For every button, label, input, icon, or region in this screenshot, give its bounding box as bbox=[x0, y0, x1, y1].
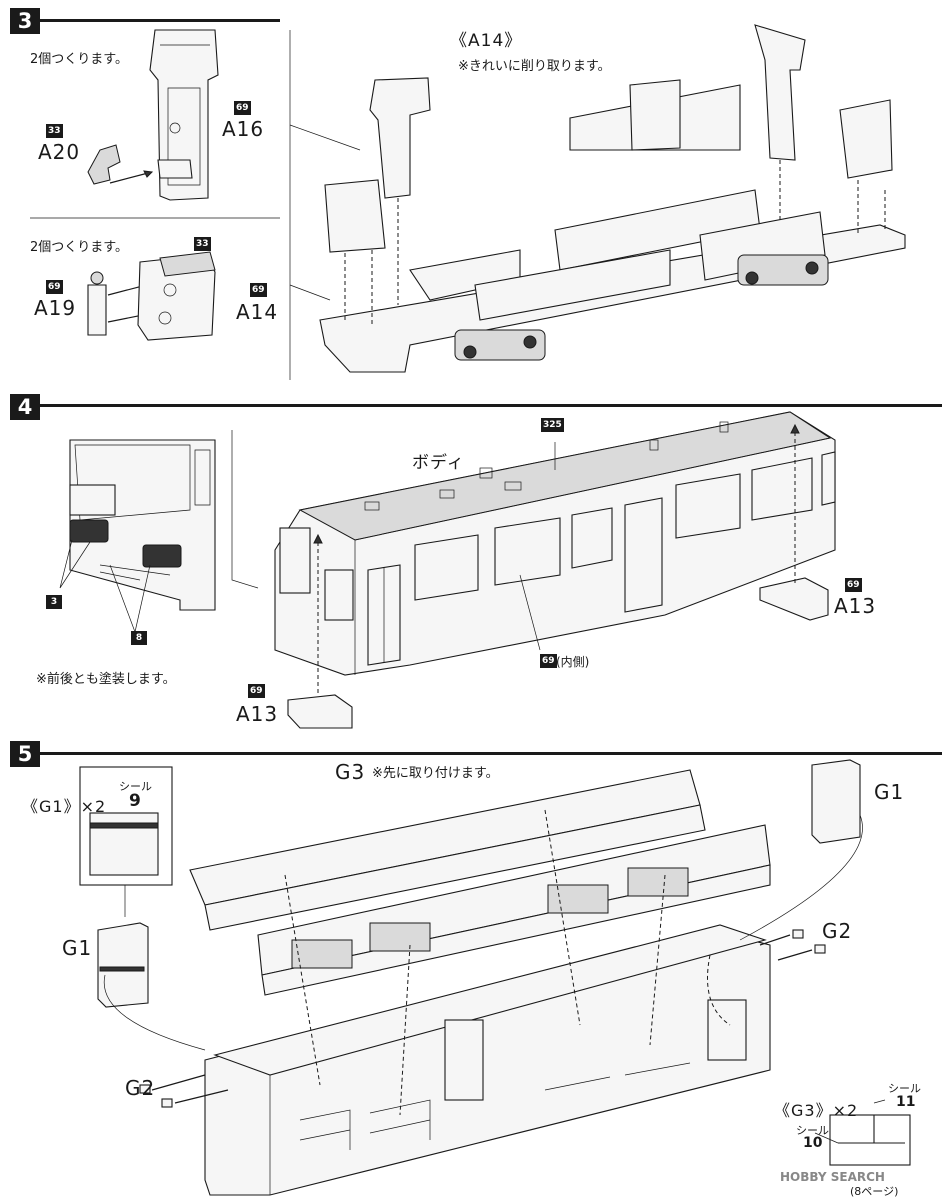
hobby-search-watermark: HOBBY SEARCH bbox=[780, 1170, 885, 1184]
step-4-badge: 4 bbox=[10, 394, 40, 420]
a16-color-badge: 69 bbox=[234, 101, 251, 115]
g3-seal-label-a: シール bbox=[888, 1082, 921, 1095]
a14-part-label: A14 bbox=[236, 300, 279, 324]
a14-detail-title: 《A14》 bbox=[450, 31, 523, 51]
page-footer: (8ページ) bbox=[850, 1185, 899, 1198]
front-paint-note: ※前後とも塗装します。 bbox=[36, 672, 176, 687]
g2-right-label: G2 bbox=[822, 919, 853, 943]
g2-left-label: G2 bbox=[125, 1076, 156, 1100]
a13-right-color-badge: 69 bbox=[845, 578, 862, 592]
a14-color-badge: 69 bbox=[250, 283, 267, 297]
step-4-illustration bbox=[59, 411, 836, 729]
step-3-make-two-note-b: 2個つくります。 bbox=[30, 240, 128, 255]
g1-right-label: G1 bbox=[874, 780, 905, 804]
body-label: ボディ bbox=[412, 453, 465, 473]
a19-color-badge: 69 bbox=[46, 280, 63, 294]
g1-left-label: G1 bbox=[62, 936, 93, 960]
step-3-illustration bbox=[30, 24, 906, 380]
a20-color-badge: 33 bbox=[46, 124, 63, 138]
inner-side-label: (内側) bbox=[556, 655, 590, 669]
step-5-rule bbox=[40, 752, 942, 755]
inner-color-badge: 69 bbox=[540, 654, 557, 668]
a14-top-color-badge: 33 bbox=[194, 237, 211, 251]
a13-right-part-label: A13 bbox=[834, 594, 877, 618]
g1-seal-number: 9 bbox=[129, 791, 141, 811]
g3-seal-number-a: 11 bbox=[896, 1094, 916, 1110]
a16-part-label: A16 bbox=[222, 117, 265, 141]
step-3-make-two-note-a: 2個つくります。 bbox=[30, 52, 128, 67]
front-color-badge-3: 3 bbox=[46, 595, 62, 609]
g3-install-first-note: ※先に取り付けます。 bbox=[372, 766, 499, 781]
step-5-badge: 5 bbox=[10, 741, 40, 767]
g3-seal-number-b: 10 bbox=[803, 1135, 823, 1151]
g1-detail-title: 《G1》×2 bbox=[22, 797, 107, 816]
g1-seal-label: シール bbox=[119, 780, 152, 793]
g3-detail-title: 《G3》×2 bbox=[774, 1101, 859, 1120]
a14-detail-note: ※きれいに削り取ります。 bbox=[458, 59, 611, 74]
step-3-rule bbox=[40, 19, 280, 22]
front-color-badge-8: 8 bbox=[131, 631, 147, 645]
g3-seal-label-b: シール bbox=[796, 1124, 829, 1137]
g3-top-label: G3 bbox=[335, 760, 366, 784]
step-5-illustration bbox=[79, 759, 911, 1196]
step-3-badge: 3 bbox=[10, 8, 40, 34]
a13-left-color-badge: 69 bbox=[248, 684, 265, 698]
a13-left-part-label: A13 bbox=[236, 702, 279, 726]
a19-part-label: A19 bbox=[34, 296, 77, 320]
body-color-badge: 325 bbox=[541, 418, 564, 432]
step-4-rule bbox=[40, 404, 942, 407]
a20-part-label: A20 bbox=[38, 140, 81, 164]
